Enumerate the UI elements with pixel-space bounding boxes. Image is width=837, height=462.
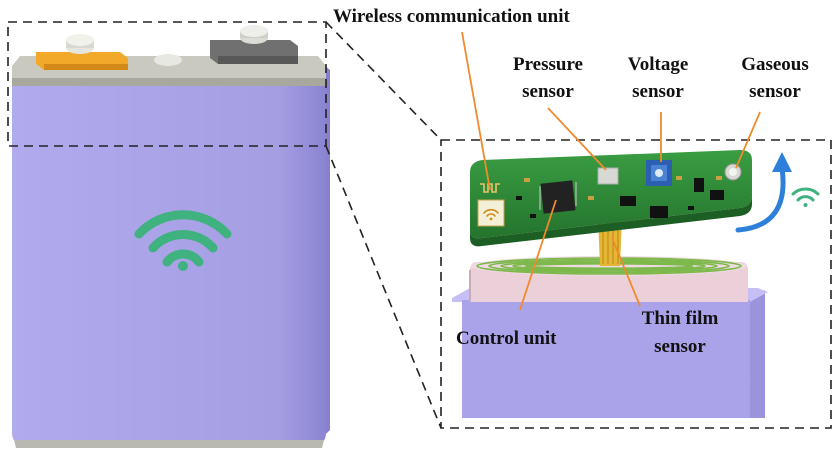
- positive-terminal: [36, 34, 128, 70]
- battery-case: [452, 288, 768, 418]
- negative-terminal: [210, 25, 298, 64]
- wireless-signal-icon: [791, 187, 820, 207]
- battery-bottom-rim: [14, 440, 324, 448]
- battery-cap-rim: [12, 78, 326, 86]
- leader-pressure: [547, 107, 607, 171]
- control-chip: [539, 180, 577, 214]
- label-voltage-line2: sensor: [632, 81, 684, 102]
- label-pressure-line1: Pressure: [513, 54, 583, 75]
- leader-wireless: [461, 31, 491, 191]
- label-wireless-communication-unit: Wireless communication unit: [333, 6, 570, 27]
- label-gaseous-line2: sensor: [749, 81, 801, 102]
- label-control-unit: Control unit: [456, 328, 557, 349]
- label-thin-film-line2: sensor: [654, 336, 706, 357]
- label-thin-film-line1: Thin film: [642, 308, 719, 329]
- voltage-sensor-chip: [646, 160, 672, 186]
- zoom-region-box: [7, 21, 327, 147]
- leader-gaseous: [735, 111, 761, 169]
- leader-lines: [461, 31, 761, 311]
- label-gaseous-line1: Gaseous: [741, 54, 809, 75]
- pressure-sensor-chip: [597, 167, 619, 185]
- safety-vent: [154, 54, 182, 66]
- gaseous-sensor-chip: [724, 163, 742, 181]
- wifi-icon: [134, 210, 232, 271]
- detail-panel-box: [440, 139, 832, 429]
- leader-thinfilm: [611, 237, 641, 307]
- rotation-arrow-icon: [735, 152, 792, 233]
- zoom-line-top: [325, 21, 442, 141]
- wireless-module: [477, 183, 505, 227]
- label-pressure-line2: sensor: [522, 81, 574, 102]
- leader-control: [519, 199, 557, 311]
- label-voltage-line1: Voltage: [628, 54, 689, 75]
- battery-cell: [12, 25, 330, 448]
- sensor-pcb: [470, 150, 752, 247]
- zoom-line-bottom: [325, 145, 442, 429]
